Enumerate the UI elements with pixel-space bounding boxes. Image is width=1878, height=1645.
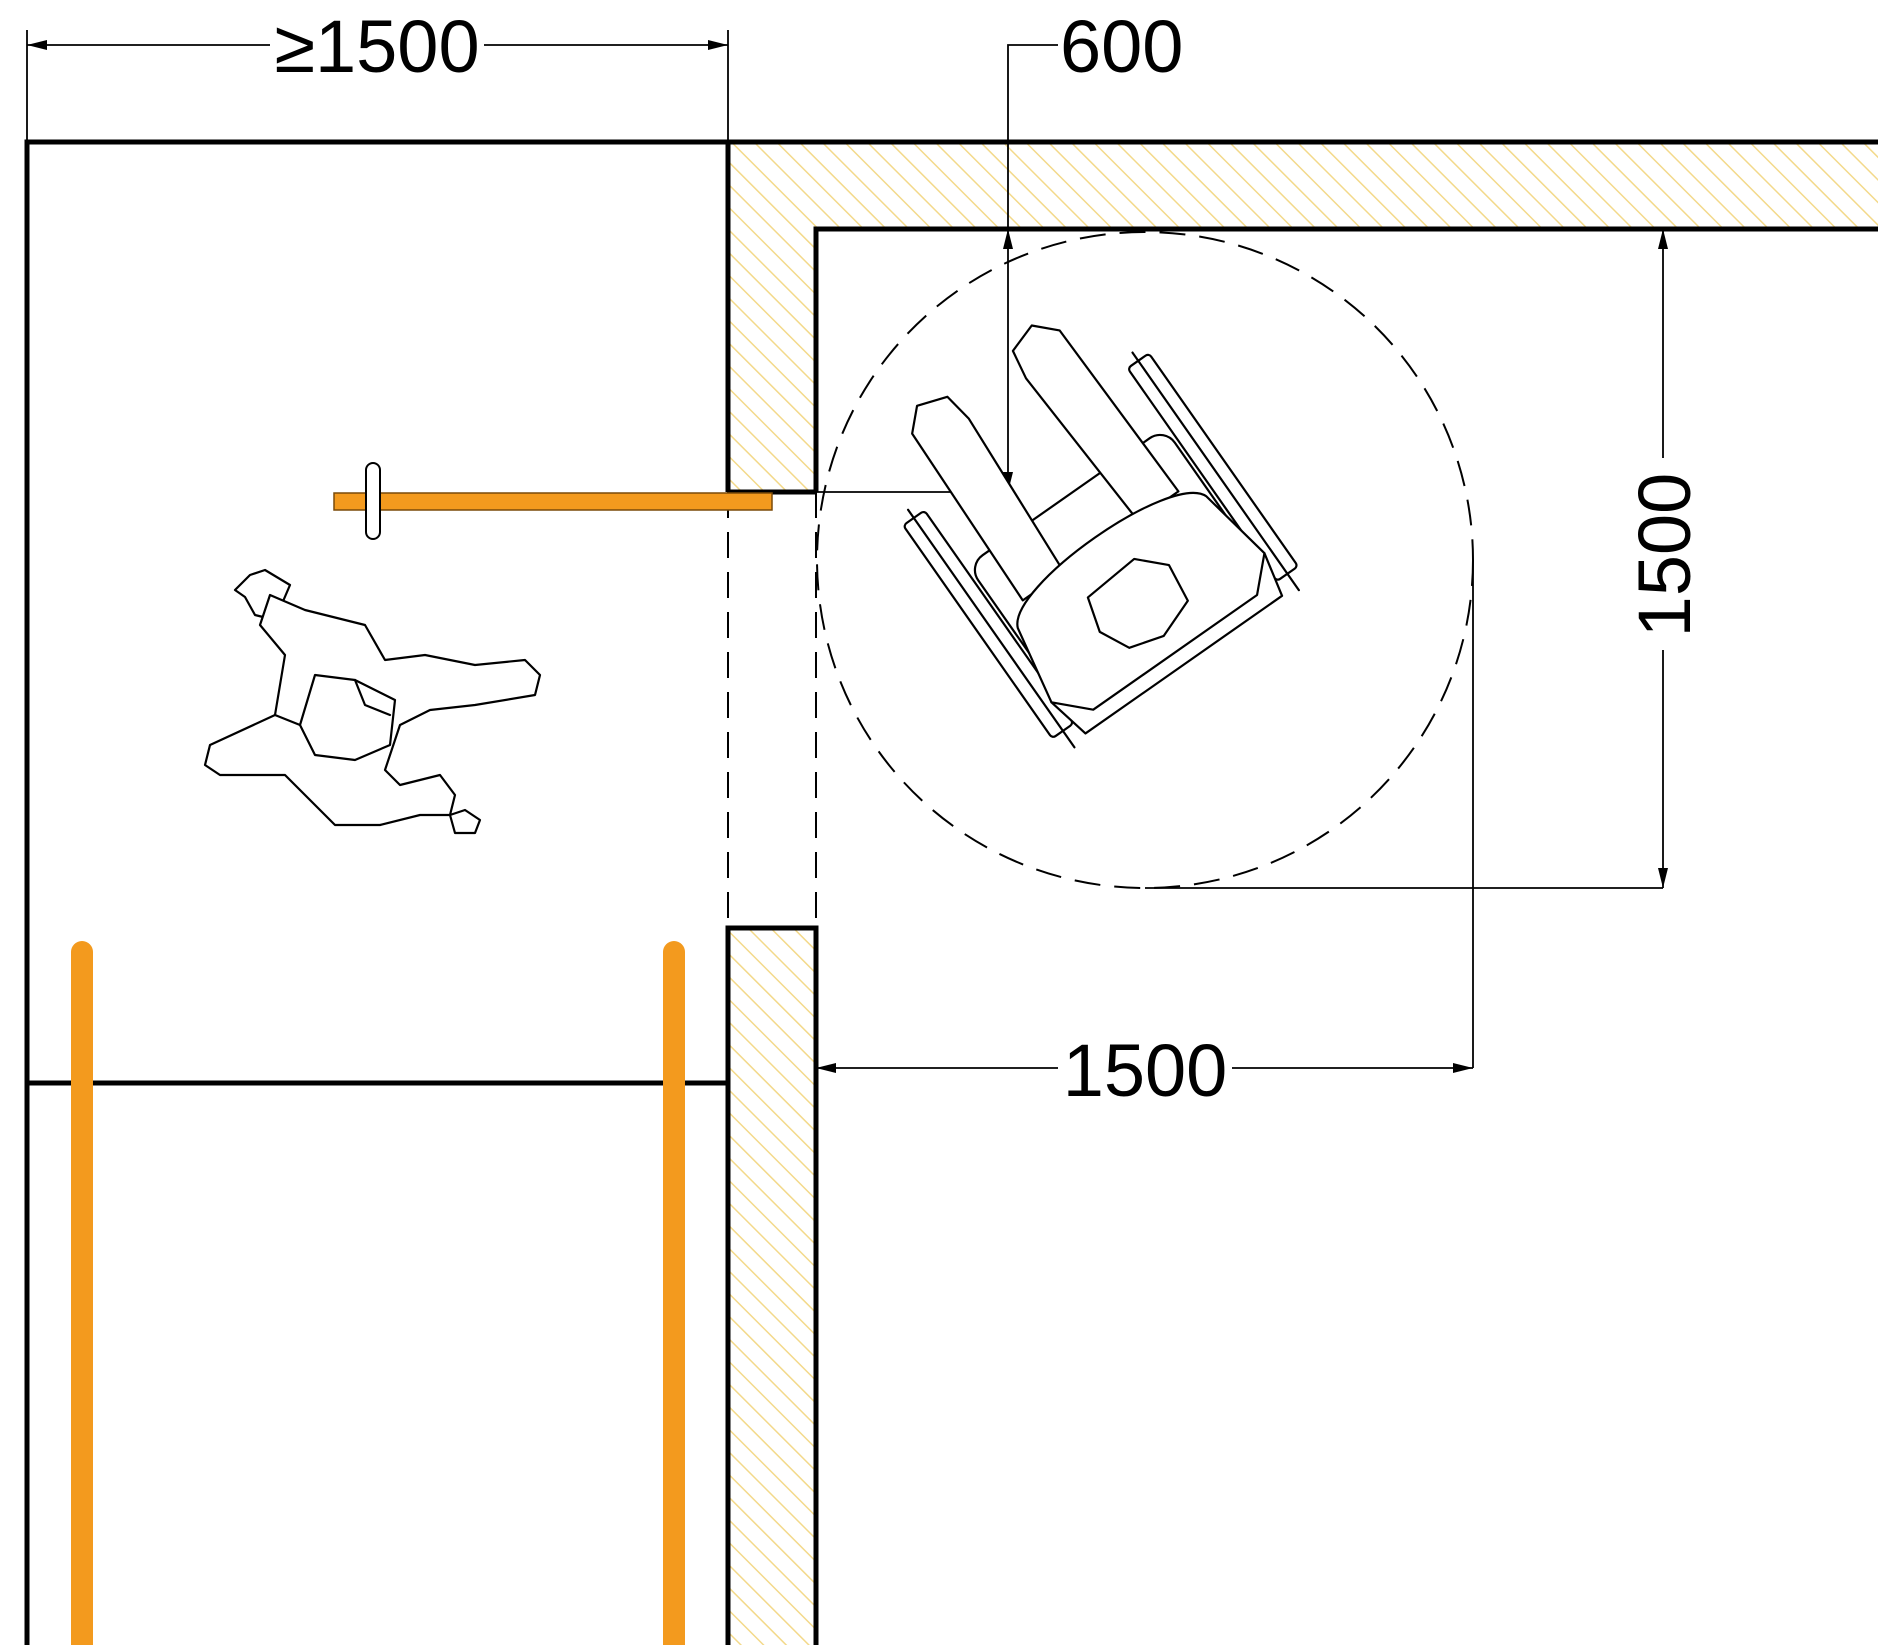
dimension-turning-width: 1500: [816, 560, 1474, 1112]
dimension-top-left: ≥1500: [26, 5, 729, 142]
handrails: [71, 941, 685, 1645]
door-handle: [365, 462, 381, 540]
dimension-turning-depth: 1500: [1145, 229, 1706, 889]
dimension-turning-depth-label: 1500: [1623, 473, 1706, 638]
wheelchair-user-top-view-icon: [903, 324, 1300, 749]
door-leaf: [333, 492, 773, 511]
divider-wall-lower: [725, 925, 819, 1645]
walls: [24, 139, 1878, 1645]
door-opening: [727, 492, 817, 928]
wheelchair-user-head: [1086, 557, 1189, 649]
left-room-outline: [24, 139, 731, 1645]
divider-wall-upper-hatch: [728, 229, 816, 492]
top-wall-hatch: [728, 142, 1878, 229]
person-top-view-icon: [203, 568, 542, 835]
dimension-turning-width-label: 1500: [1063, 1029, 1228, 1112]
dimension-top-clearance-label: 600: [1060, 5, 1183, 88]
divider-wall-lower-hatch: [728, 928, 816, 1645]
top-wall-inner: [813, 226, 1878, 492]
dimension-top-clearance: 600: [816, 5, 1183, 493]
door: [333, 462, 773, 540]
dimension-top-left-label: ≥1500: [274, 5, 479, 88]
hatched-walls: [728, 142, 1878, 1645]
